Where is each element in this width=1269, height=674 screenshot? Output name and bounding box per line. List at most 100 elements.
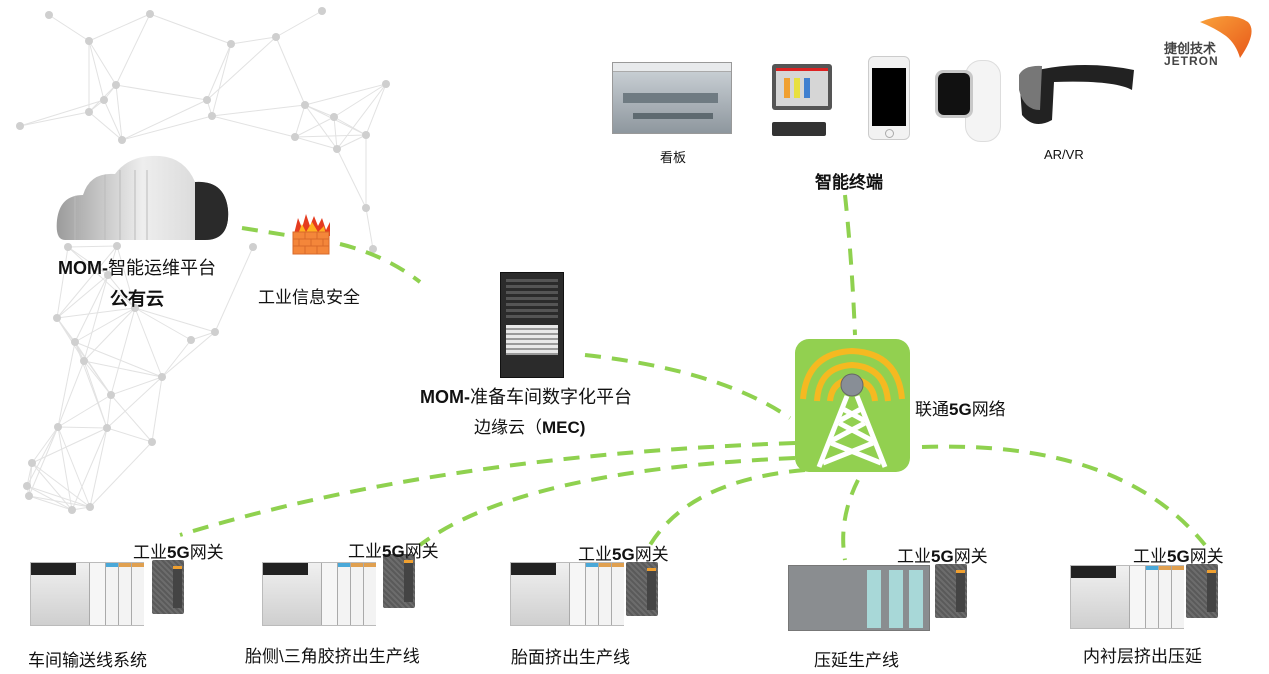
mesh-line [57, 426, 108, 429]
mesh-line [230, 36, 277, 45]
mesh-line [28, 495, 73, 511]
mesh-line [110, 376, 163, 396]
mesh-node [158, 373, 166, 381]
plc-controller-image [510, 562, 624, 626]
link-tower-line2 [418, 456, 796, 547]
mesh-line [116, 245, 136, 309]
mesh-node [148, 438, 156, 446]
mesh-node [203, 96, 211, 104]
mesh-node [330, 113, 338, 121]
link-tower-line5 [921, 444, 1207, 547]
mesh-line [31, 462, 91, 508]
mesh-line [336, 148, 367, 209]
mesh-line [19, 111, 90, 127]
mesh-line [74, 274, 109, 343]
mesh-line [161, 331, 216, 378]
mesh-line [74, 341, 163, 378]
mesh-line [294, 104, 306, 138]
mesh-line [83, 274, 109, 362]
mesh-node [362, 131, 370, 139]
mesh-node [146, 10, 154, 18]
mesh-line [206, 36, 277, 101]
mesh-node [211, 328, 219, 336]
network-label-prefix: 联通 [915, 400, 949, 419]
gateway-label-bold: 5G [931, 547, 954, 566]
mesh-line [57, 394, 112, 428]
mesh-line [110, 307, 136, 396]
mesh-line [149, 13, 232, 45]
mesh-node [54, 423, 62, 431]
mesh-line [56, 246, 69, 319]
gateway-label-suffix: 网关 [953, 547, 988, 566]
link-cloud-firewall [241, 226, 293, 238]
desktop-terminal-image [772, 64, 836, 140]
mesh-line [161, 339, 192, 378]
plc-controller-image [1070, 565, 1184, 629]
gateway-label: 工业5G网关 [1133, 542, 1224, 567]
network-label-suffix: 网络 [971, 400, 1006, 419]
gateway-label-suffix: 网关 [634, 545, 669, 564]
mesh-line [214, 246, 254, 333]
mesh-line [103, 99, 123, 141]
brand-name-cn: 捷创技术 [1164, 41, 1217, 56]
gateway-label-prefix: 工业 [897, 547, 931, 566]
mesh-line [106, 376, 163, 429]
link-tower-line4 [841, 479, 860, 561]
mesh-line [83, 360, 108, 429]
production-line-label: 压延生产线 [814, 651, 899, 670]
mesh-line [31, 427, 108, 464]
mesh-line [110, 394, 153, 443]
mesh-line [206, 43, 232, 101]
mesh-line [106, 394, 112, 429]
5g-gateway-image [626, 562, 658, 616]
edge-cloud-title: MOM-准备车间数字化平台 [420, 383, 632, 409]
mesh-line [26, 485, 73, 511]
mesh-line [121, 115, 213, 141]
mesh-node [318, 7, 326, 15]
mesh-node [107, 391, 115, 399]
brand-name-en: JETRON [1164, 54, 1219, 68]
mesh-line [275, 36, 306, 106]
mesh-line [26, 485, 91, 508]
mesh-line [115, 84, 123, 141]
production-line-label: 胎侧\三角胶挤出生产线 [245, 647, 420, 666]
mesh-node [104, 271, 112, 279]
mesh-node [249, 243, 257, 251]
public-cloud-subtitle: 公有云 [110, 289, 164, 309]
mesh-line [88, 40, 105, 101]
public-cloud-title-rest: 智能运维平台 [107, 258, 216, 278]
mesh-line [89, 427, 108, 508]
public-cloud-title: MOM-智能运维平台 [58, 254, 216, 280]
brand-logo: 捷创技术 JETRON [1160, 14, 1260, 74]
mesh-line [83, 360, 163, 378]
mesh-line [88, 13, 151, 42]
mesh-node [208, 112, 216, 120]
mesh-node [23, 482, 31, 490]
mesh-node [45, 11, 53, 19]
mesh-line [26, 426, 59, 487]
mesh-line [19, 99, 105, 127]
mesh-line [31, 426, 59, 464]
mesh-line [57, 426, 73, 511]
gateway-label-prefix: 工业 [133, 543, 167, 562]
mesh-line [333, 83, 387, 118]
mesh-node [362, 204, 370, 212]
mesh-line [336, 83, 387, 150]
mesh-line [365, 207, 374, 250]
kanban-label: 看板 [660, 150, 687, 165]
mesh-line [57, 341, 76, 428]
mesh-node [16, 122, 24, 130]
mesh-line [115, 13, 151, 86]
logo-swoosh-icon [1200, 16, 1252, 58]
security-label: 工业信息安全 [258, 288, 360, 307]
mesh-node [301, 101, 309, 109]
mesh-line [333, 116, 367, 136]
gateway-label-suffix: 网关 [189, 543, 224, 562]
mesh-line [304, 104, 338, 150]
mesh-line [71, 427, 108, 511]
mesh-node [333, 145, 341, 153]
link-tower-line1 [179, 441, 796, 537]
mesh-line [275, 10, 323, 38]
